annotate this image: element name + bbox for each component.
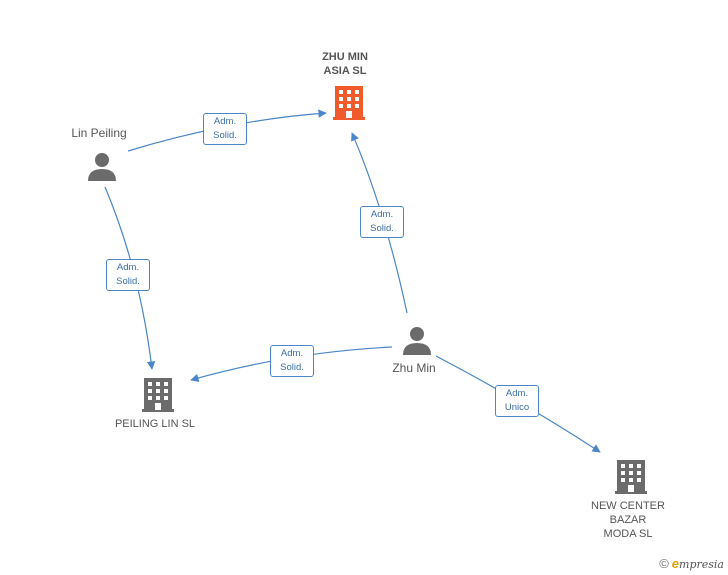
- brand-name: mpresia: [679, 558, 724, 571]
- edge-label-line1: Adm.: [116, 262, 140, 273]
- edge-label-line1: Adm.: [213, 116, 237, 127]
- zhu-min-asia-label-line1: ZHU MIN: [322, 51, 368, 63]
- edge-label[interactable]: Adm. Solid.: [106, 259, 150, 291]
- copyright-icon: ©: [659, 556, 669, 571]
- building-icon[interactable]: [615, 460, 647, 494]
- edge-label[interactable]: Adm. Unico: [495, 385, 539, 417]
- zhu-min-asia-label[interactable]: ZHU MIN ASIA SL: [305, 50, 385, 78]
- edge-label-line2: Solid.: [116, 276, 140, 287]
- edge-label[interactable]: Adm. Solid.: [270, 345, 314, 377]
- person-icon[interactable]: [88, 153, 116, 181]
- building-icon[interactable]: [333, 86, 365, 120]
- new-center-label[interactable]: NEW CENTER BAZAR MODA SL: [586, 499, 670, 541]
- person-icon[interactable]: [403, 327, 431, 355]
- brand-initial: e: [671, 556, 680, 571]
- building-icon[interactable]: [142, 378, 174, 412]
- new-center-label-line3: MODA SL: [603, 528, 653, 540]
- new-center-label-line1: NEW CENTER: [591, 500, 665, 512]
- edge-label-line2: Solid.: [213, 130, 237, 141]
- peiling-lin-label[interactable]: PEILING LIN SL: [114, 418, 196, 430]
- empresia-watermark: ©empresia: [659, 556, 724, 571]
- zhu-min-asia-label-line2: ASIA SL: [323, 65, 367, 77]
- lin-peiling-label[interactable]: Lin Peiling: [71, 126, 127, 140]
- edge-label-line1: Adm.: [370, 209, 394, 220]
- zhu-min-label[interactable]: Zhu Min: [392, 361, 436, 375]
- edge-label-line1: Adm.: [505, 388, 529, 399]
- edge-label-line2: Solid.: [280, 362, 304, 373]
- edge-label-line2: Unico: [504, 402, 530, 413]
- edge-label-line2: Solid.: [370, 223, 394, 234]
- edge-label[interactable]: Adm. Solid.: [203, 113, 247, 145]
- edge-label-line1: Adm.: [280, 348, 304, 359]
- new-center-label-line2: BAZAR: [609, 514, 647, 526]
- edge-label[interactable]: Adm. Solid.: [360, 206, 404, 238]
